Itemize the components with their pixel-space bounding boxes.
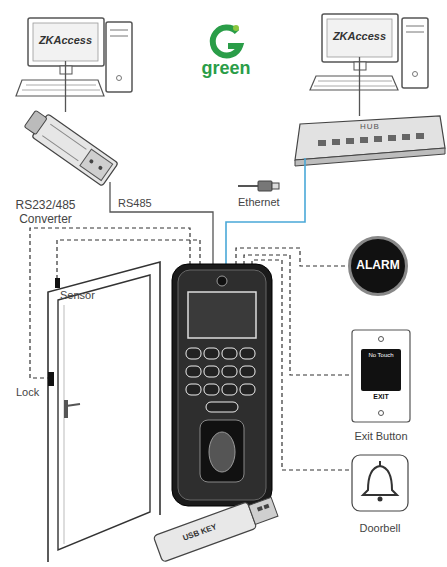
signal-label: Ethernet [238, 196, 280, 208]
device-label: Exit Button [341, 430, 421, 442]
right-computer [310, 14, 428, 90]
left-computer [16, 18, 132, 96]
cable-link [65, 61, 66, 112]
screen-text: ZKAccess [327, 30, 392, 42]
rs485-wire [110, 182, 213, 265]
exit-button-node: No TouchEXITExit Button [350, 330, 412, 445]
signal-label: RS485 [118, 197, 152, 209]
device-label: RS232/485 Converter [8, 198, 83, 226]
brand-logo-text: green [190, 58, 262, 79]
doorbell-node: Doorbell [348, 452, 412, 537]
screen-logo: ZKAccess [327, 19, 392, 57]
alarm-circle: ALARM [348, 236, 408, 296]
screen-logo: ZKAccess [33, 23, 98, 61]
usb-node: USB KEY [153, 502, 257, 563]
button-text: EXIT [350, 393, 412, 400]
part-label: Lock [16, 386, 39, 398]
fingerprint-terminal [172, 264, 272, 506]
button-text: No Touch [361, 352, 401, 358]
usb-key [153, 494, 279, 563]
sensor-block [55, 278, 60, 288]
alarm-text: ALARM [351, 258, 405, 272]
screen-text: ZKAccess [33, 34, 98, 46]
alarm-wire [236, 248, 348, 266]
doorbell-icon [352, 455, 408, 511]
usb-text: USB KEY [156, 513, 244, 552]
converter-node: RS232/485 Converter [8, 112, 118, 228]
exit-button-plate [352, 330, 410, 422]
door [48, 262, 160, 562]
cable-link [359, 57, 360, 116]
converter-body [22, 107, 118, 186]
ethernet-wire [226, 158, 305, 265]
lock-block [48, 372, 54, 386]
network-hub [295, 116, 445, 166]
ethernet-plug [238, 181, 279, 191]
hub-text: HUB [300, 122, 440, 131]
hub-node: HUB [300, 116, 440, 156]
green-logo [213, 25, 240, 56]
device-label: Doorbell [340, 522, 420, 534]
part-label: Sensor [60, 289, 95, 301]
